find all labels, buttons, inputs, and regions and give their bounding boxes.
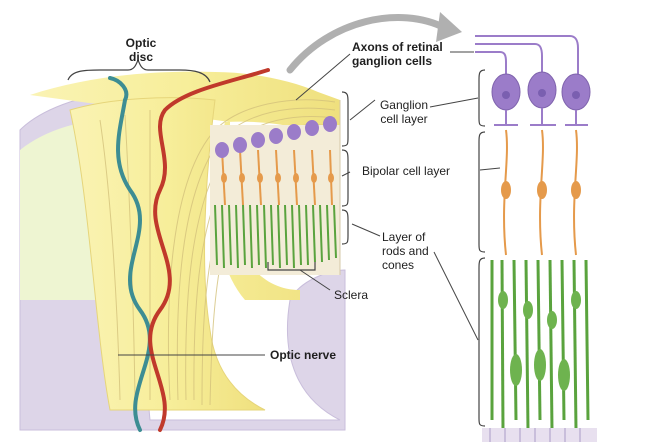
label-optic-disc-line1: Optic xyxy=(118,36,164,50)
bracket-right-layers xyxy=(479,70,485,426)
label-axons-line2: ganglion cells xyxy=(352,54,443,68)
label-axons-line1: Axons of retinal xyxy=(352,40,443,54)
bracket-left-layers xyxy=(342,92,348,244)
label-ganglion-layer: Ganglion cell layer xyxy=(376,98,432,126)
label-rods-line2: rods and xyxy=(382,244,429,258)
magnified-retina xyxy=(475,36,597,442)
retina-layers-left xyxy=(210,116,340,275)
label-optic-disc: Optic disc xyxy=(118,36,164,64)
label-optic-disc-line2: disc xyxy=(118,50,164,64)
label-rods-cones-layer: Layer of rods and cones xyxy=(382,230,429,272)
label-ganglion-line2: cell layer xyxy=(376,112,432,126)
zoom-arrow-head xyxy=(436,12,462,42)
label-rods-line3: cones xyxy=(382,258,429,272)
label-optic-nerve: Optic nerve xyxy=(270,348,336,362)
label-axons: Axons of retinal ganglion cells xyxy=(352,40,443,68)
label-bipolar-layer: Bipolar cell layer xyxy=(362,164,450,178)
label-ganglion-line1: Ganglion xyxy=(376,98,432,112)
label-rods-line1: Layer of xyxy=(382,230,429,244)
label-sclera: Sclera xyxy=(334,288,368,302)
